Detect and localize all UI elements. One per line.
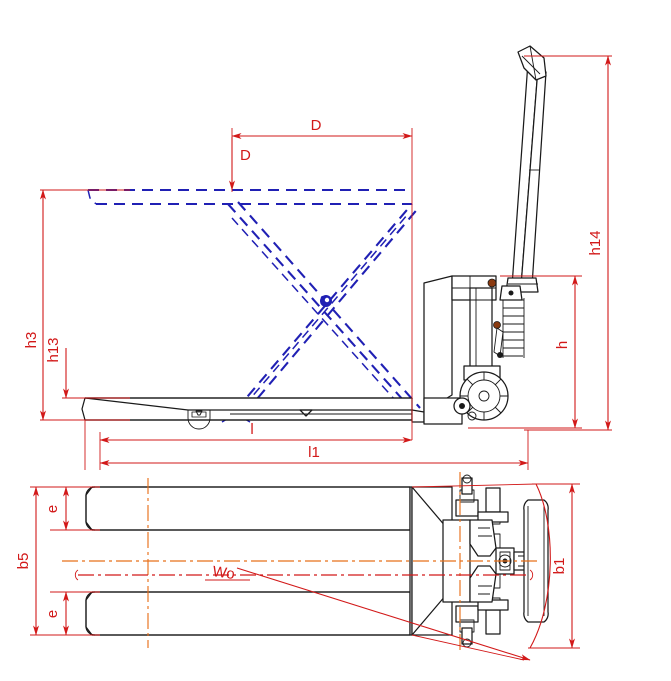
dimension-e-lower: e <box>44 591 69 636</box>
Wa-leader-line <box>236 567 531 661</box>
dimension-label-b1: b1 <box>551 558 568 575</box>
dimension-label-D-upper: D <box>311 117 322 134</box>
dimension-D-upper: D <box>231 117 413 139</box>
fork-plan-upper <box>85 486 411 531</box>
centerlines-plan <box>62 472 540 650</box>
dimension-label-l: l <box>250 421 253 438</box>
dimension-label-b5: b5 <box>15 553 32 570</box>
carriage-indication <box>74 569 534 581</box>
chassis-plan-body <box>409 486 501 636</box>
turning-envelope <box>205 483 551 661</box>
dimension-h14: h14 <box>587 55 611 431</box>
dimension-label-h: h <box>554 341 571 349</box>
fork-side-profile <box>81 397 413 430</box>
dimension-l: l <box>99 421 413 443</box>
fork-tip-icon <box>187 410 211 430</box>
dimension-label-h14: h14 <box>587 230 604 255</box>
pump-cap-icon <box>487 278 497 288</box>
dimension-label-D-lower: D <box>240 147 251 164</box>
plan-top-view: b5 e e b1 Wo <box>15 472 580 661</box>
dimension-label-e-upper: e <box>44 505 61 513</box>
dimension-h3: h3 <box>23 189 46 421</box>
dimension-h13: h13 <box>45 337 69 399</box>
dimension-D-lower: D <box>229 137 251 191</box>
dimension-label-h3: h3 <box>23 332 40 349</box>
dimension-label-h13: h13 <box>45 337 62 362</box>
dimension-Wa: Wo <box>211 563 235 583</box>
pump-valve-icon <box>493 321 501 329</box>
dimension-label-l1: l1 <box>308 444 320 461</box>
dimension-label-Wa: Wo <box>211 563 235 583</box>
side-elevation-view: D D h3 h13 h14 h l <box>23 45 612 470</box>
dimension-e-upper: e <box>44 486 69 531</box>
tiller-handle-icon <box>499 45 547 301</box>
dimension-l1: l1 <box>99 430 529 470</box>
dimension-b5: b5 <box>15 486 39 636</box>
dimension-h: h <box>554 275 578 429</box>
fork-plan-lower <box>85 591 411 636</box>
mid-roller-icon <box>299 409 313 417</box>
dimension-label-e-lower: e <box>44 610 61 618</box>
steer-wheel-icon <box>453 371 509 421</box>
dimension-b1: b1 <box>551 483 575 649</box>
